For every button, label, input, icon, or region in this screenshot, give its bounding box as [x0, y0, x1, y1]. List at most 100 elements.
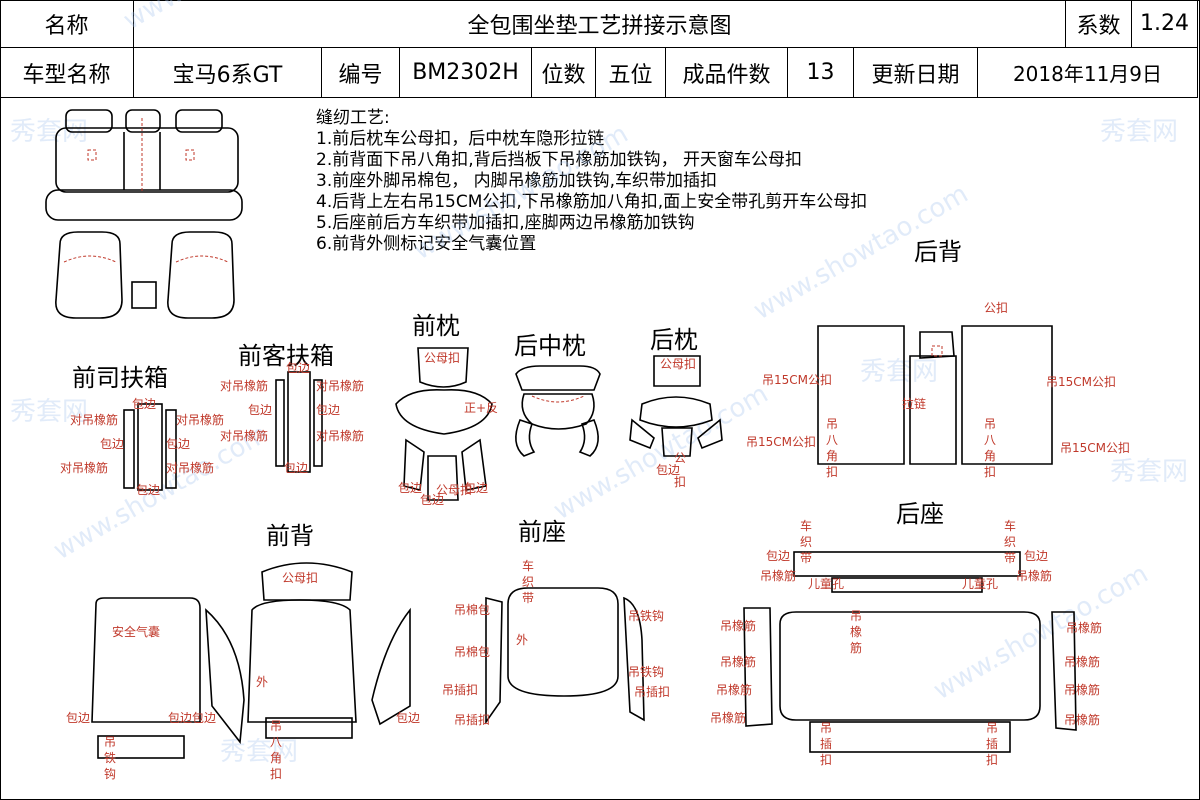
annotation-label: 扣 [270, 767, 282, 781]
annotation-label: 角 [984, 449, 996, 463]
watermark: www.showtao.com [119, 0, 344, 36]
annotation-label: 带 [522, 591, 534, 605]
annotation-label: 对吊橡筋 [316, 378, 364, 393]
annotation-label: 公母扣 [282, 571, 318, 585]
annotation-label: 正+反 [464, 401, 498, 415]
front-headrest-parts: 公母扣 正+反 包边 包边 公母扣 包边 [395, 347, 498, 507]
annotation-label: 包边 [100, 437, 124, 451]
annotation-label: 吊15CM公扣 [762, 373, 832, 387]
title-rear-mid-headrest: 后中枕 [514, 332, 586, 360]
annotation-label: 吊 [270, 719, 282, 733]
annotation-label: 公 [674, 451, 686, 465]
sewing-notes: 缝纫工艺: 1.前后枕车公母扣，后中枕车隐形拉链 2.前背面下吊八角扣,背后挡板… [316, 108, 867, 255]
annotation-label: 扣 [984, 465, 996, 479]
annotation-label: 吊橡筋 [1064, 654, 1100, 669]
annotation-label: 包边 [420, 493, 444, 507]
annotation-label: 吊棉包 [454, 645, 490, 659]
seats-label: 位数 [532, 48, 596, 98]
annotation-label: 车 [522, 558, 534, 573]
annotation-label: 插 [986, 737, 998, 751]
front-seat-parts: 外 吊棉包 吊棉包 吊插扣 吊插扣 吊铁钩 吊铁钩 吊插扣 车 织 带 [442, 558, 670, 727]
annotation-label: 车 [800, 518, 812, 533]
annotation-label: 对吊橡筋 [220, 378, 268, 393]
annotation-label: 吊橡筋 [1066, 620, 1102, 635]
annotation-label: 吊 [986, 721, 998, 735]
note-item: 4.后背上左右吊15CM公扣,下吊橡筋加八角扣,面上安全带孔剪开车公母扣 [316, 192, 868, 212]
annotation-label: 包边 [656, 463, 680, 477]
note-item: 3.前座外脚吊棉包， 内脚吊橡筋加铁钩,车织带加插扣 [316, 171, 718, 191]
annotation-label: 带 [800, 551, 812, 565]
seats-value: 五位 [596, 48, 666, 98]
annotation-label: 包边 [316, 403, 340, 417]
annotation-label: 扣 [820, 753, 832, 767]
annotation-label: 吊15CM公扣 [1060, 441, 1130, 455]
header-name-label: 名称 [0, 0, 134, 48]
date-label: 更新日期 [854, 48, 978, 98]
annotation-label: 公母扣 [424, 351, 460, 365]
watermark-layer: www.showtao.com www.showtao.com www.show… [10, 0, 1188, 767]
annotation-label: 橡 [850, 625, 862, 639]
overview-front-seats [55, 231, 235, 319]
annotation-label: 扣 [826, 465, 838, 479]
annotation-label: 吊铁钩 [628, 609, 664, 623]
annotation-label: 包边 [766, 549, 790, 563]
title-rear-back: 后背 [914, 238, 962, 266]
annotation-label: 包边 [248, 403, 272, 417]
annotation-label: 对吊橡筋 [220, 428, 268, 443]
annotation-label: 包边 [398, 481, 422, 495]
annotation-label: 吊 [104, 735, 116, 749]
rear-back-parts: 吊15CM公扣 吊15CM公扣 吊15CM公扣 吊15CM公扣 拉链 公扣 吊 … [746, 301, 1130, 479]
annotation-label: 安全气囊 [112, 624, 160, 639]
annotation-label: 带 [1004, 551, 1016, 565]
annotation-label: 吊 [826, 417, 838, 431]
annotation-label: 包边 [166, 437, 190, 451]
annotation-label: 吊橡筋 [710, 710, 746, 725]
front-armrest-parts: 对吊橡筋 包边 对吊橡筋 包边 包边 对吊橡筋 包边 对吊橡筋 [60, 397, 224, 497]
annotation-label: 儿童孔 [962, 576, 998, 591]
annotation-label: 扣 [986, 753, 998, 767]
annotation-label: 吊橡筋 [1064, 712, 1100, 727]
annotation-label: 拉链 [902, 396, 926, 411]
note-item: 5.后座前后方车织带加插扣,座脚两边吊橡筋加铁钩 [316, 213, 695, 233]
annotation-label: 吊插扣 [442, 683, 478, 697]
annotation-label: 包边 [66, 711, 90, 725]
rear-mid-headrest-parts [515, 365, 601, 457]
annotation-label: 吊橡筋 [720, 618, 756, 633]
front-back-parts: 安全气囊 公母扣 包边 包边包边 包边 外 吊 铁 钩 吊 八 角 扣 [66, 562, 420, 781]
annotation-label: 包边 [1024, 549, 1048, 563]
coefficient-value: 1.24 [1132, 0, 1198, 48]
annotation-label: 织 [1004, 535, 1016, 549]
annotation-label: 角 [270, 751, 282, 765]
annotation-label: 对吊橡筋 [166, 460, 214, 475]
annotation-label: 吊15CM公扣 [1046, 375, 1116, 389]
annotation-label: 吊插扣 [634, 685, 670, 699]
annotation-label: 对吊橡筋 [316, 428, 364, 443]
note-item: 6.前背外侧标记安全气囊位置 [316, 234, 537, 254]
annotation-label: 儿童孔 [808, 576, 844, 591]
notes-title: 缝纫工艺: [316, 108, 390, 128]
annotation-label: 扣 [674, 475, 686, 489]
code-label: 编号 [322, 48, 400, 98]
coefficient-label: 系数 [1066, 0, 1132, 48]
annotation-label: 吊 [850, 609, 862, 623]
annotation-label: 吊橡筋 [1064, 682, 1100, 697]
watermark: 秀套网 [220, 737, 298, 767]
annotation-label: 吊15CM公扣 [746, 435, 816, 449]
annotation-label: 对吊橡筋 [176, 412, 224, 427]
annotation-label: 对吊橡筋 [60, 460, 108, 475]
note-item: 2.前背面下吊八角扣,背后挡板下吊橡筋加铁钩， 开天窗车公母扣 [316, 150, 803, 170]
date-value: 2018年11月9日 [978, 48, 1198, 98]
passenger-armrest-parts: 对吊橡筋 包边 对吊橡筋 包边 包边 对吊橡筋 包边 对吊橡筋 [220, 361, 364, 475]
annotation-label: 角 [826, 449, 838, 463]
model-label: 车型名称 [0, 48, 134, 98]
watermark: 秀套网 [1110, 457, 1188, 487]
annotation-label: 织 [800, 535, 812, 549]
title-passenger-armrest: 前客扶箱 [238, 342, 334, 370]
annotation-label: 钩 [104, 767, 116, 781]
annotation-label: 包边包边 [168, 711, 216, 725]
annotation-label: 吊 [984, 417, 996, 431]
annotation-label: 吊棉包 [454, 603, 490, 617]
annotation-label: 车 [1004, 518, 1016, 533]
annotation-label: 公母扣 [436, 483, 472, 497]
